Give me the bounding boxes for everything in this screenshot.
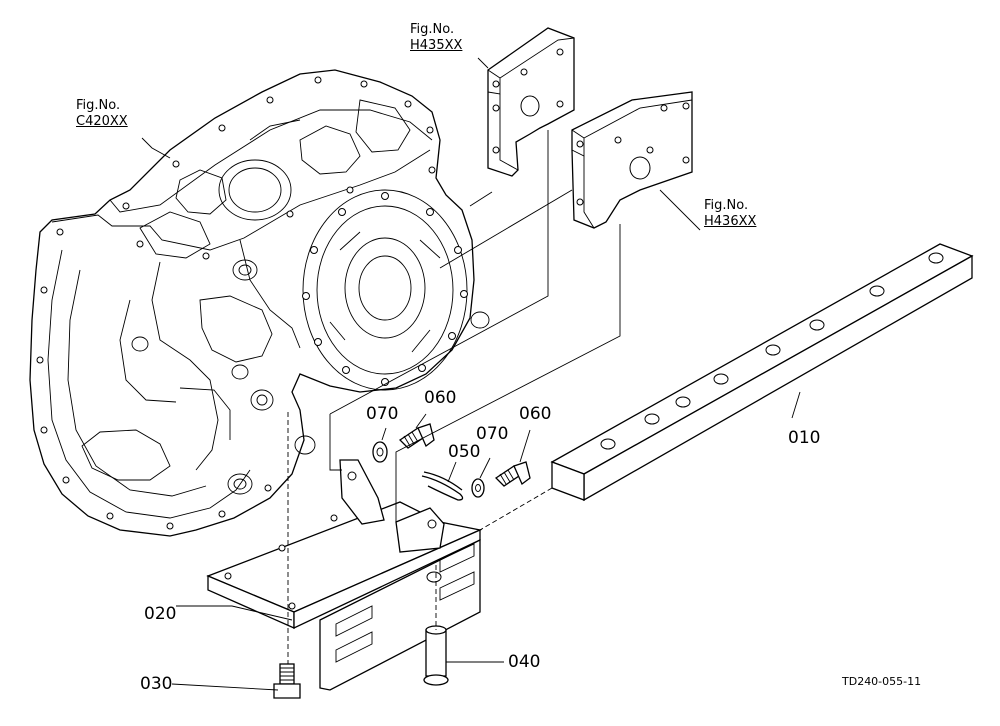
part-label-050: 050 bbox=[448, 442, 481, 462]
part-label-060-upper: 060 bbox=[424, 388, 457, 408]
part-label-040: 040 bbox=[508, 652, 541, 672]
drawbar-bracket bbox=[206, 459, 483, 691]
snap-pin-050 bbox=[421, 471, 464, 501]
leader-lines bbox=[141, 57, 801, 691]
assembly-lines bbox=[287, 130, 621, 664]
fig-ref-c420-line1: Fig.No. bbox=[76, 98, 121, 113]
part-label-020: 020 bbox=[144, 604, 177, 624]
drawbar bbox=[550, 243, 974, 502]
transmission-case bbox=[29, 69, 490, 537]
bolt-030 bbox=[273, 663, 301, 699]
bracket-plate-h435 bbox=[487, 27, 575, 177]
pin-040 bbox=[423, 625, 449, 686]
bolt-060-lower bbox=[494, 461, 531, 487]
fig-ref-h435-line2: H435XX bbox=[410, 38, 463, 53]
fig-ref-h436: Fig.No. H436XX bbox=[704, 198, 756, 230]
bolt-060-upper bbox=[398, 423, 435, 449]
part-label-030: 030 bbox=[140, 674, 173, 694]
part-label-070-lower: 070 bbox=[476, 424, 509, 444]
washer-070-lower bbox=[471, 478, 485, 498]
fig-ref-c420-line2: C420XX bbox=[76, 114, 128, 129]
part-label-060-lower: 060 bbox=[519, 404, 552, 424]
fig-ref-h436-line2: H436XX bbox=[704, 214, 757, 229]
fig-ref-c420: Fig.No. C420XX bbox=[76, 98, 128, 130]
washer-070-upper bbox=[372, 441, 388, 463]
fig-ref-h436-line1: Fig.No. bbox=[704, 198, 749, 213]
drawing-code: TD240-055-11 bbox=[842, 675, 922, 688]
bracket-plate-h436 bbox=[571, 91, 693, 229]
part-label-070-upper: 070 bbox=[366, 404, 399, 424]
fig-ref-h435-line1: Fig.No. bbox=[410, 22, 455, 37]
fig-ref-h435: Fig.No. H435XX bbox=[410, 22, 462, 54]
part-label-010: 010 bbox=[788, 428, 821, 448]
